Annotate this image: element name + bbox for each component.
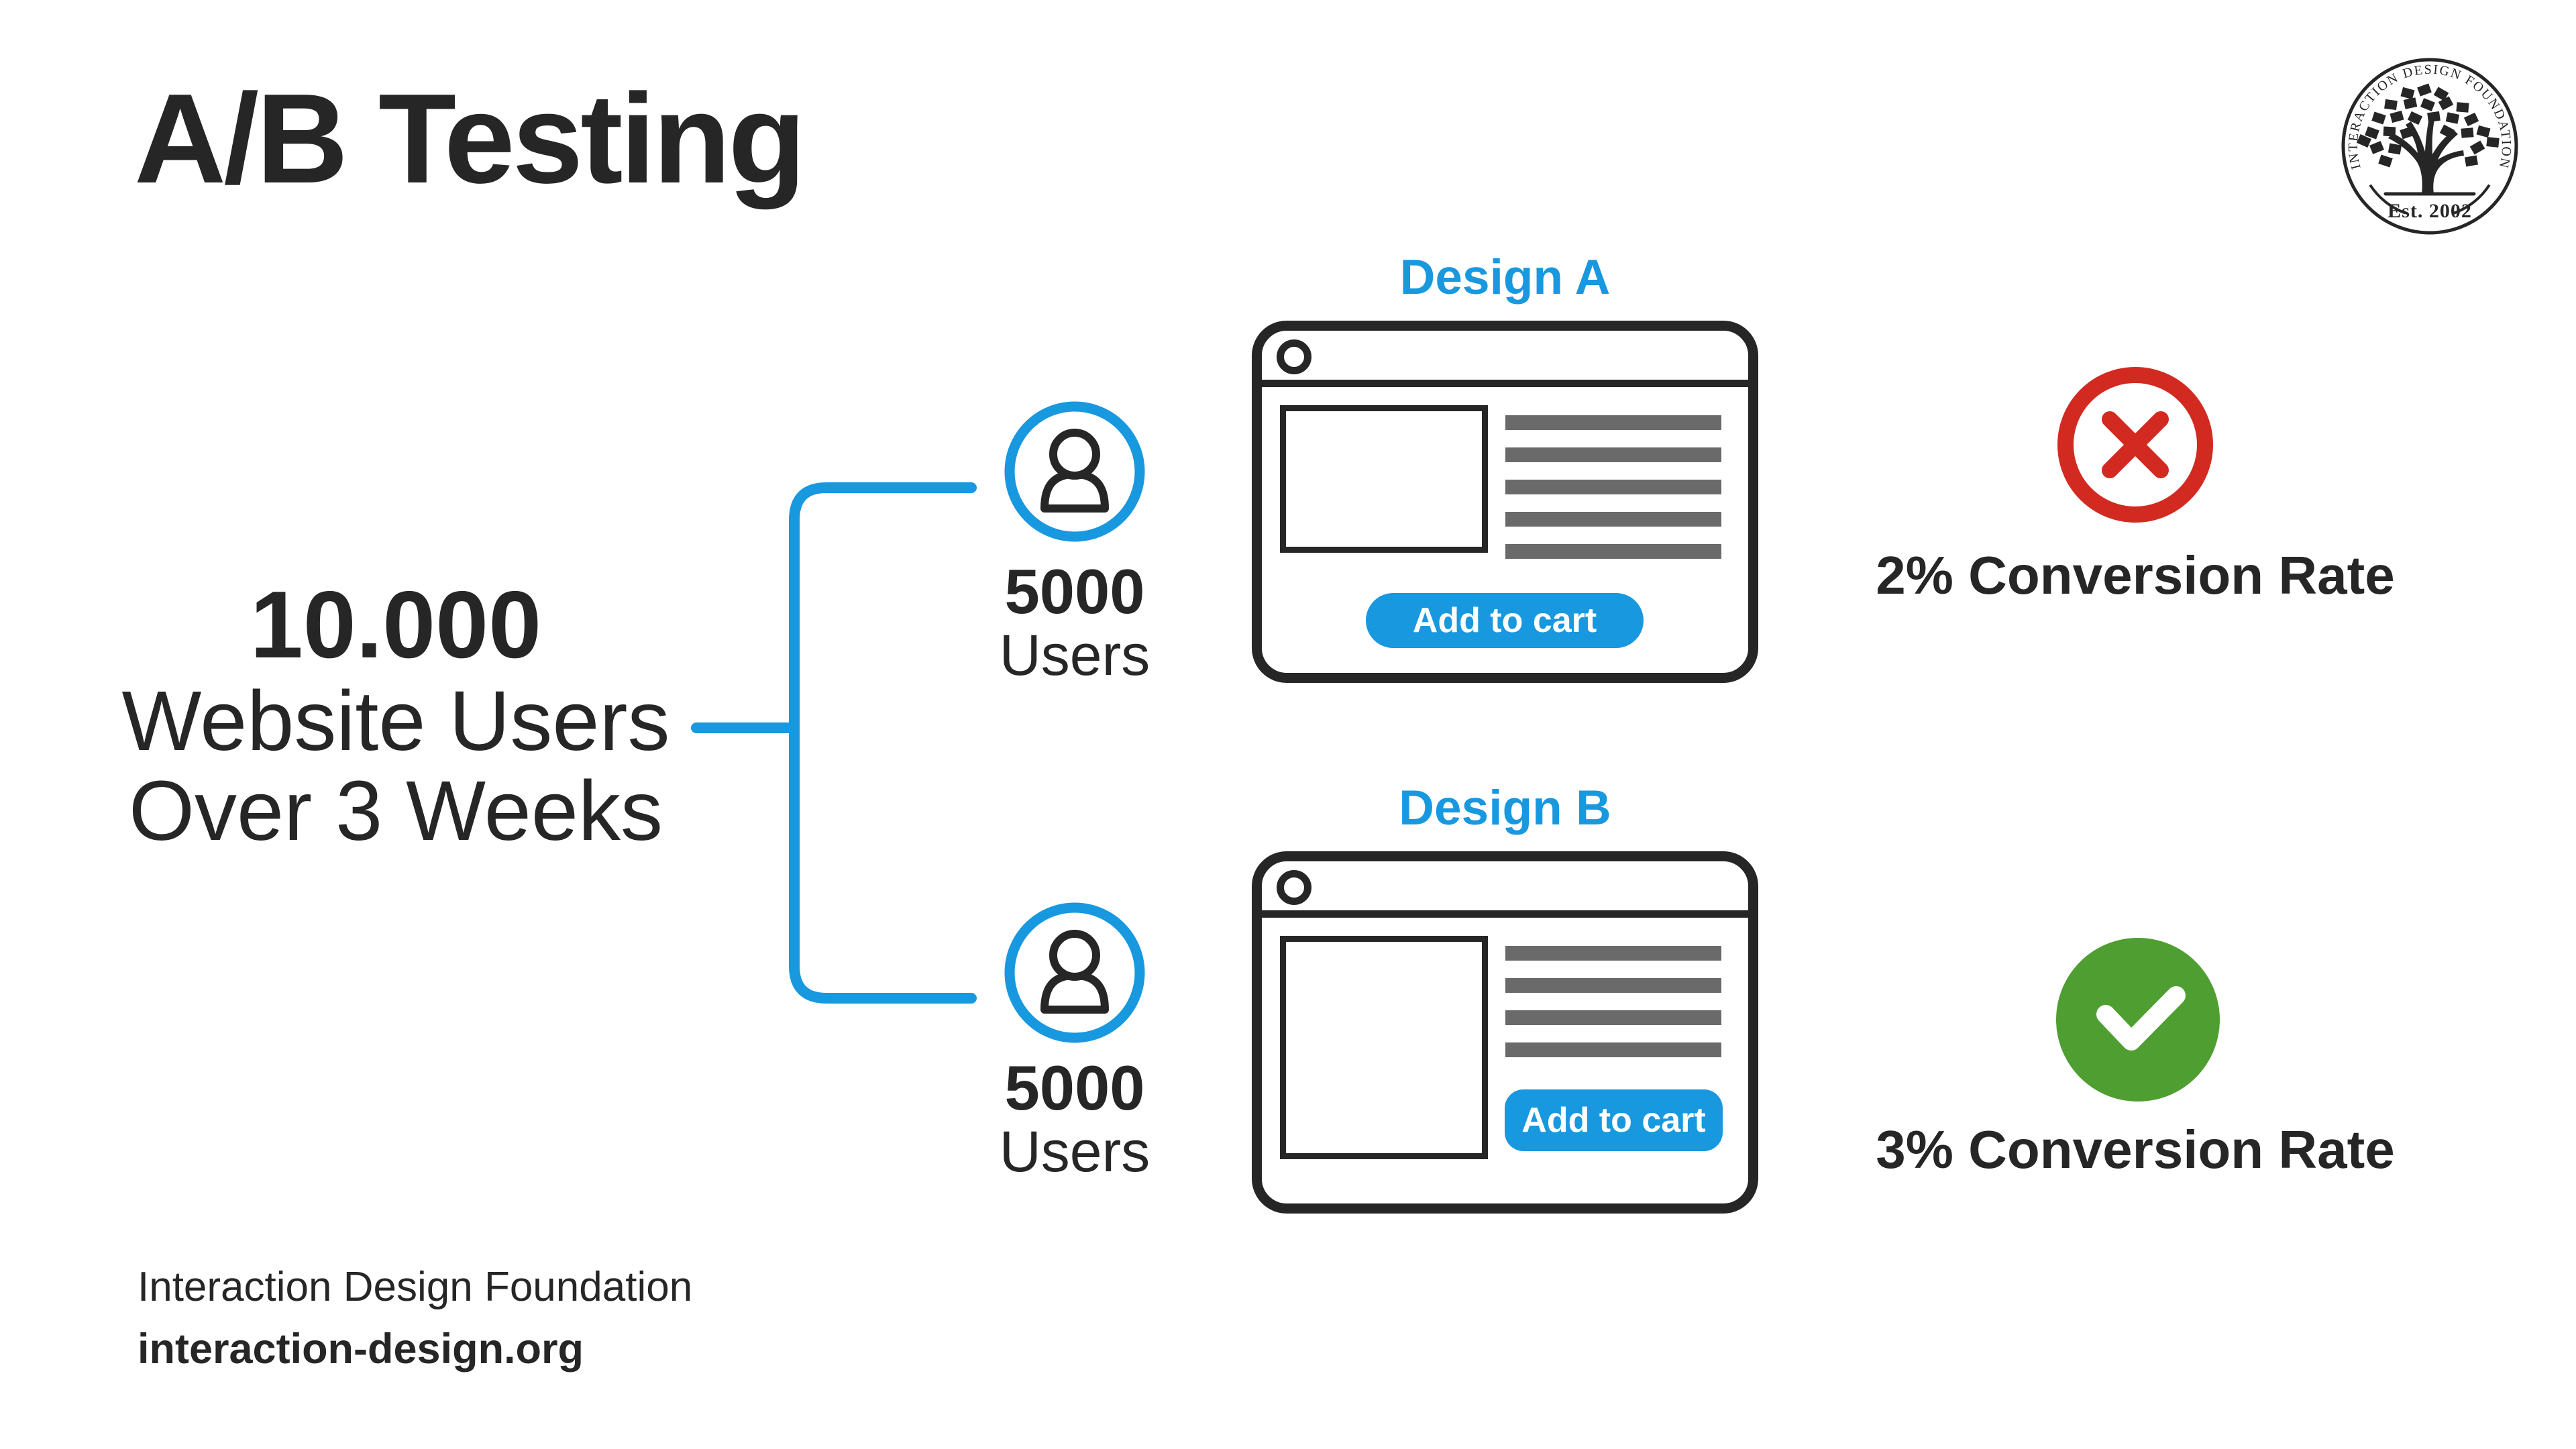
- design-b-window: Add to cart: [1252, 851, 1758, 1214]
- idf-logo: INTERACTION DESIGN FOUNDATION: [2340, 56, 2520, 236]
- conversion-rate-b: 3% Conversion Rate: [1876, 1120, 2395, 1179]
- audience-line2: Website Users: [121, 674, 670, 768]
- audience-count: 10.000: [250, 572, 542, 678]
- design-b-label: Design B: [1399, 781, 1611, 835]
- browser-dot-icon: [1277, 339, 1311, 374]
- design-a-window: Add to cart: [1252, 321, 1758, 683]
- text-bar: [1505, 512, 1721, 527]
- design-a-content: Add to cart: [1262, 387, 1748, 665]
- add-to-cart-button-b[interactable]: Add to cart: [1505, 1089, 1723, 1151]
- idf-logo-badge: INTERACTION DESIGN FOUNDATION: [2341, 58, 2518, 235]
- text-bar: [1505, 415, 1721, 430]
- users-word-b: Users: [999, 1120, 1150, 1184]
- browser-dot-icon: [1277, 870, 1311, 905]
- page-title: A/B Testing: [134, 68, 806, 210]
- footer-org-name: Interaction Design Foundation: [138, 1264, 693, 1310]
- users-count-b: 5000: [1004, 1053, 1145, 1123]
- add-to-cart-button-a[interactable]: Add to cart: [1366, 593, 1644, 648]
- users-label-b: 5000 Users: [941, 1053, 1209, 1184]
- audience-block: 10.000 Website Users Over 3 Weeks: [94, 574, 698, 856]
- text-bar: [1505, 480, 1721, 494]
- logo-inner-arc-right: [2453, 184, 2491, 215]
- text-bar: [1505, 1010, 1721, 1025]
- check-icon: [2056, 938, 2220, 1102]
- design-a-label: Design A: [1399, 250, 1611, 305]
- design-b-image-placeholder: [1280, 936, 1488, 1159]
- conversion-rate-a: 2% Conversion Rate: [1876, 545, 2395, 605]
- design-b-titlebar: [1262, 861, 1748, 918]
- text-bar: [1505, 544, 1721, 559]
- user-group-b-icon: [1001, 899, 1148, 1046]
- users-word-a: Users: [999, 623, 1150, 688]
- text-bar: [1505, 447, 1721, 462]
- text-bar: [1505, 978, 1721, 993]
- logo-inner-arc-left: [2369, 184, 2406, 215]
- users-count-a: 5000: [1004, 556, 1145, 627]
- footer-website: interaction-design.org: [138, 1326, 584, 1373]
- cross-icon: [2053, 363, 2217, 527]
- footer: Interaction Design Foundation interactio…: [138, 1256, 692, 1381]
- design-a-image-placeholder: [1280, 405, 1488, 553]
- tree-icon: [2356, 83, 2500, 196]
- text-bar: [1505, 1042, 1721, 1057]
- design-a-titlebar: [1262, 331, 1748, 387]
- design-b-content: Add to cart: [1262, 918, 1748, 1196]
- user-group-a-icon: [1001, 398, 1148, 545]
- split-bracket-connector: [691, 482, 977, 1004]
- users-label-a: 5000 Users: [941, 556, 1209, 688]
- audience-line3: Over 3 Weeks: [129, 763, 663, 858]
- text-bar: [1505, 946, 1721, 961]
- logo-est-text: Est. 2002: [2387, 200, 2472, 222]
